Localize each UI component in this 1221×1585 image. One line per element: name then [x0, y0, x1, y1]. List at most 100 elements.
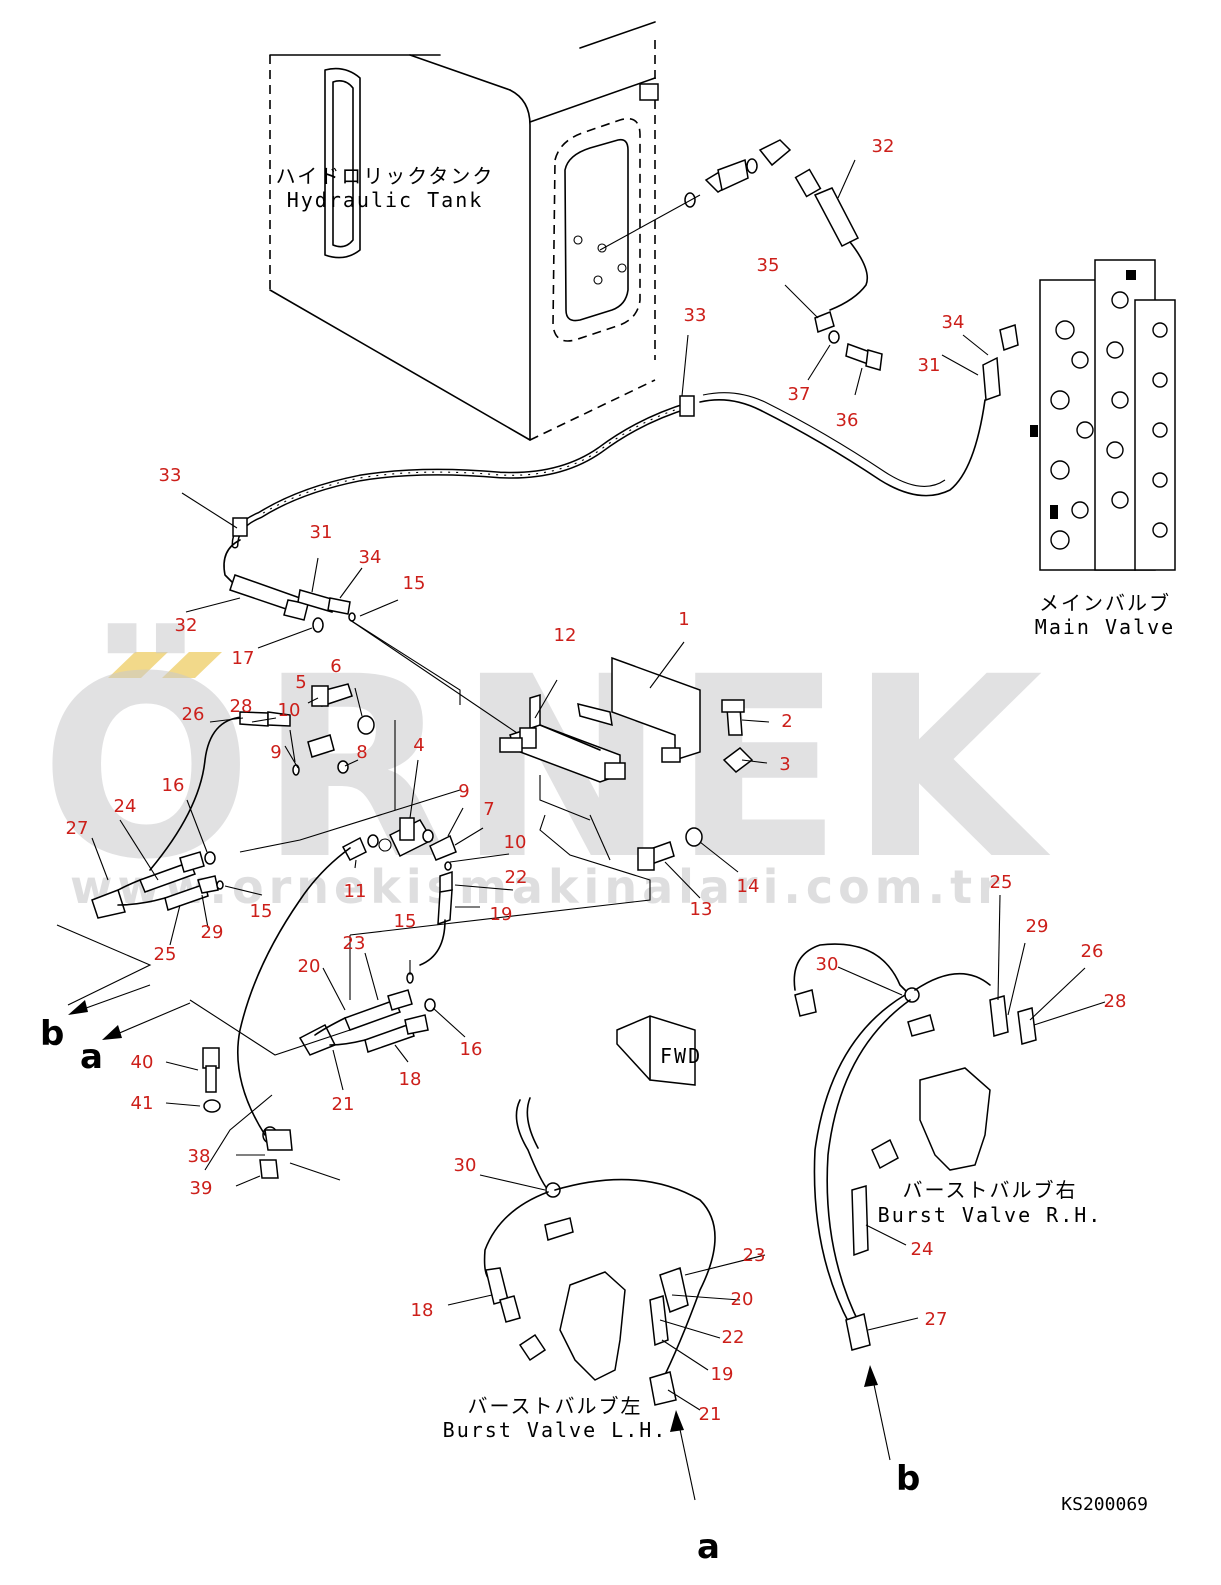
callout-19b: 19 [711, 1364, 734, 1385]
burst-valve-rh: バーストバルブ右 Burst Valve R.H. [793, 943, 1103, 1351]
drawing-code: KS200069 [1061, 1494, 1148, 1515]
burst-valve-lh: バーストバルブ左 Burst Valve L.H. [443, 1097, 716, 1442]
callout-15b: 15 [250, 901, 273, 922]
callout-33a: 33 [159, 465, 182, 486]
watermark-brand: ÖRNEK [40, 623, 1051, 914]
callout-18b: 18 [411, 1300, 434, 1321]
bracket-assembly [378, 656, 701, 858]
callout-35: 35 [757, 255, 780, 276]
callout-41: 41 [131, 1093, 154, 1114]
callout-27b: 27 [925, 1309, 948, 1330]
callout-9b: 9 [458, 781, 469, 802]
hose-32-upper [794, 168, 869, 311]
callout-31b: 31 [918, 355, 941, 376]
spiral-hose-33 [231, 395, 695, 549]
callout-17: 17 [232, 648, 255, 669]
watermark: ÖRNEK www.ornekismakinalari.com.tr [40, 623, 1051, 914]
callout-31a: 31 [310, 522, 333, 543]
small-parts [202, 683, 754, 1179]
left-hose-assembly [56, 711, 291, 1006]
callout-23b: 23 [743, 1245, 766, 1266]
callout-21b: 21 [699, 1404, 722, 1425]
burst-valve-lh-label-jp: バーストバルブ左 [468, 1394, 643, 1418]
callout-6: 6 [330, 656, 341, 677]
clamp-35 [814, 310, 883, 371]
callout-29a: 29 [201, 922, 224, 943]
block-fittings [292, 734, 457, 926]
callout-32a: 32 [175, 615, 198, 636]
fwd-arrow: FWD [616, 1015, 702, 1086]
callout-12: 12 [554, 625, 577, 646]
connection-letter-b-right: b [896, 1459, 920, 1499]
callout-30b: 30 [816, 954, 839, 975]
callout-26a: 26 [182, 704, 205, 725]
hose-32-lower [223, 539, 521, 736]
hydraulic-tank: ハイドロリックタンク Hydraulic Tank [269, 21, 659, 441]
callout-24b: 24 [911, 1239, 934, 1260]
callout-25a: 25 [154, 944, 177, 965]
callout-36: 36 [836, 410, 859, 431]
callout-22a: 22 [505, 867, 528, 888]
callout-30a: 30 [454, 1155, 477, 1176]
callout-22b: 22 [722, 1327, 745, 1348]
callout-25b: 25 [990, 872, 1013, 893]
callout-16b: 16 [460, 1039, 483, 1060]
watermark-accent-left [108, 652, 168, 678]
watermark-site: www.ornekismakinalari.com.tr [70, 860, 1005, 914]
callout-40: 40 [131, 1052, 154, 1073]
callout-1: 1 [678, 609, 689, 630]
callout-3: 3 [779, 754, 790, 775]
callout-24a: 24 [114, 796, 137, 817]
callout-4: 4 [413, 735, 424, 756]
tank-fittings [599, 139, 792, 251]
callout-23a: 23 [343, 933, 366, 954]
callout-19a: 19 [490, 904, 513, 925]
callout-21a: 21 [332, 1094, 355, 1115]
callout-39: 39 [190, 1178, 213, 1199]
connection-letter-b-left: b [40, 1014, 64, 1054]
callout-26b: 26 [1081, 941, 1104, 962]
callout-15c: 15 [394, 911, 417, 932]
callout-7: 7 [483, 799, 494, 820]
connection-letter-a-bottom: a [697, 1527, 720, 1567]
connection-arrows [68, 984, 891, 1501]
callout-27a: 27 [66, 818, 89, 839]
callout-28a: 28 [230, 696, 253, 717]
callout-14: 14 [737, 876, 760, 897]
callout-29b: 29 [1026, 916, 1049, 937]
callout-9a: 9 [270, 742, 281, 763]
watermark-accent-right [162, 652, 222, 678]
main-valve-label-jp: メインバルブ [1039, 591, 1171, 615]
callout-10a: 10 [278, 700, 301, 721]
callout-32b: 32 [872, 136, 895, 157]
callout-28b: 28 [1104, 991, 1127, 1012]
callouts: 1 2 3 4 5 6 7 8 9 9 10 10 11 12 13 14 15… [66, 136, 1127, 1425]
callout-15a: 15 [403, 573, 426, 594]
callout-2: 2 [781, 711, 792, 732]
main-valve: メインバルブ Main Valve [982, 259, 1176, 639]
callout-38: 38 [188, 1146, 211, 1167]
callout-8: 8 [356, 742, 367, 763]
burst-valve-lh-label-en: Burst Valve L.H. [443, 1418, 668, 1442]
callout-11: 11 [344, 881, 367, 902]
callout-18a: 18 [399, 1069, 422, 1090]
fwd-label: FWD [660, 1044, 702, 1068]
callout-20b: 20 [731, 1289, 754, 1310]
hydraulic-tank-label-en: Hydraulic Tank [287, 188, 484, 212]
callout-16a: 16 [162, 775, 185, 796]
callout-37: 37 [788, 384, 811, 405]
callout-5: 5 [295, 672, 306, 693]
callout-10b: 10 [504, 832, 527, 853]
hydraulic-tank-label-jp: ハイドロリックタンク [276, 164, 495, 188]
routing-lines [189, 619, 651, 1056]
callout-34b: 34 [942, 312, 965, 333]
callout-33b: 33 [684, 305, 707, 326]
callout-13: 13 [690, 899, 713, 920]
burst-valve-rh-label-en: Burst Valve R.H. [878, 1203, 1103, 1227]
burst-valve-rh-label-jp: バーストバルブ右 [903, 1178, 1078, 1202]
main-valve-label-en: Main Valve [1035, 615, 1175, 639]
callout-20a: 20 [298, 956, 321, 977]
callout-34a: 34 [359, 547, 382, 568]
middle-hose-assembly [204, 847, 446, 1181]
